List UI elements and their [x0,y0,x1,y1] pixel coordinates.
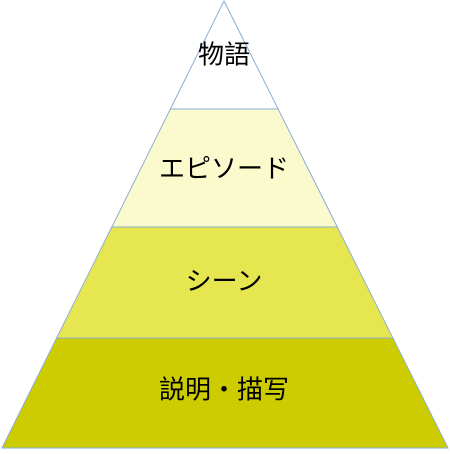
pyramid-layer-description [1,337,449,449]
layer-label-story: 物語 [198,41,250,71]
layer-label-description: 説明・描写 [159,376,289,406]
layer-label-scene: シーン [186,267,263,297]
layer-label-episode: エピソード [159,155,289,185]
